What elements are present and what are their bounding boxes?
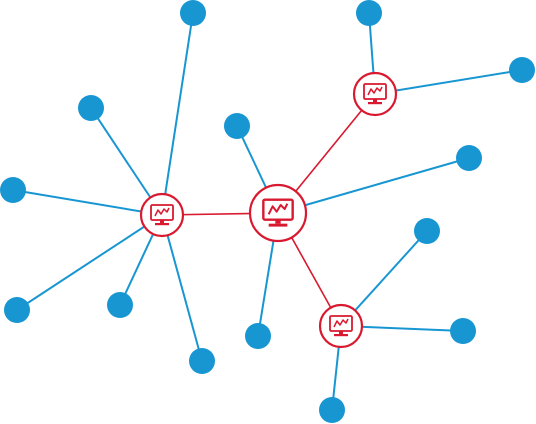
leaf-node-left-3[interactable] xyxy=(0,177,26,203)
leaf-node-central-1[interactable] xyxy=(224,113,250,139)
leaf-node-central-2[interactable] xyxy=(456,145,482,171)
leaf-node-bottom-right-1[interactable] xyxy=(414,218,440,244)
monitor-chart-icon xyxy=(150,204,174,226)
leaf-node-bottom-right-3[interactable] xyxy=(319,397,345,423)
leaf-node-left-1[interactable] xyxy=(180,0,206,26)
monitor-chart-icon xyxy=(262,198,294,227)
edge-left-4 xyxy=(16,214,163,311)
leaf-node-central-3[interactable] xyxy=(245,323,271,349)
edge-central-2 xyxy=(277,157,470,214)
monitor-chart-icon xyxy=(329,315,353,337)
leaf-node-top-right-2[interactable] xyxy=(509,57,535,83)
hub-node-top-right[interactable] xyxy=(352,71,398,117)
leaf-node-left-5[interactable] xyxy=(107,292,133,318)
edge-left-6 xyxy=(161,214,203,362)
hub-node-left[interactable] xyxy=(139,192,185,238)
edge-top-right-2 xyxy=(374,69,523,95)
leaf-node-left-2[interactable] xyxy=(78,95,104,121)
edge-left-3 xyxy=(12,189,163,216)
hub-layer xyxy=(139,71,398,349)
leaf-node-bottom-right-2[interactable] xyxy=(450,318,476,344)
leaf-node-top-right-1[interactable] xyxy=(356,0,382,26)
hub-node-bottom-right[interactable] xyxy=(318,303,364,349)
hub-node-central[interactable] xyxy=(248,183,308,243)
edge-left-1 xyxy=(161,12,194,216)
monitor-chart-icon xyxy=(363,83,387,105)
leaf-node-left-6[interactable] xyxy=(189,348,215,374)
leaf-node-left-4[interactable] xyxy=(4,297,30,323)
